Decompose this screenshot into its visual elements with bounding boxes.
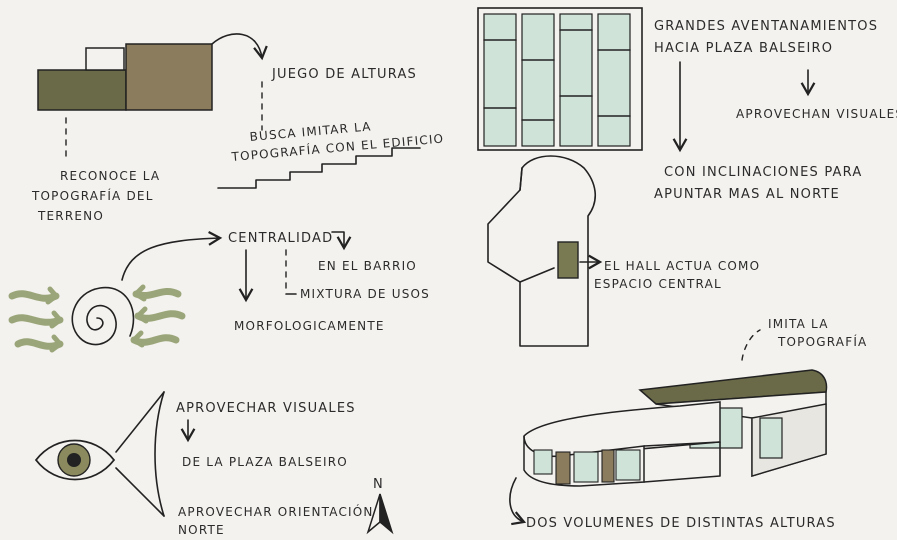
label-grandes-2: HACIA PLAZA BALSEIRO <box>654 41 833 56</box>
label-reconoce-2: TOPOGRAFÍA DEL <box>31 188 154 203</box>
eye-icon <box>34 439 116 481</box>
label-orientacion-1: APROVECHAR ORIENTACIÓN <box>178 504 374 519</box>
label-aprovechar-visuales: APROVECHAR VISUALES <box>176 401 356 416</box>
wind-arrows-right <box>130 284 186 348</box>
imita-leader <box>741 329 761 361</box>
label-inclinaciones-1: CON INCLINACIONES PARA <box>664 165 862 180</box>
spiral-icon <box>71 286 135 346</box>
north-label: N <box>373 477 384 492</box>
label-centralidad: CENTRALIDAD <box>228 231 333 246</box>
label-imita-1: IMITA LA <box>768 317 829 331</box>
plan-hall-sketch <box>487 155 596 347</box>
label-reconoce-3: TERRENO <box>37 209 104 223</box>
label-mixtura: MIXTURA DE USOS <box>300 287 430 301</box>
wind-arrows-left <box>8 286 64 353</box>
label-inclinaciones-2: APUNTAR MAS AL NORTE <box>654 187 840 202</box>
label-grandes-1: GRANDES AVENTANAMIENTOS <box>654 19 878 34</box>
topography-steps <box>217 147 421 189</box>
label-juego-alturas: JUEGO DE ALTURAS <box>271 67 417 82</box>
label-reconoce-1: RECONOCE LA <box>60 169 160 183</box>
building-volumes-sketch <box>523 369 828 487</box>
north-arrow-icon: N <box>366 477 394 535</box>
label-plaza-balseiro: DE LA PLAZA BALSEIRO <box>182 455 348 469</box>
label-imita-2: TOPOGRAFÍA <box>777 334 867 349</box>
label-hall-1: EL HALL ACTUA COMO <box>604 259 760 273</box>
facade-windows-sketch <box>477 7 643 151</box>
label-en-el-barrio: EN EL BARRIO <box>318 259 417 273</box>
label-orientacion-2: NORTE <box>178 523 225 537</box>
label-dos-volumenes: DOS VOLUMENES DE DISTINTAS ALTURAS <box>526 516 836 531</box>
height-play-sketch <box>37 33 268 161</box>
label-hall-2: ESPACIO CENTRAL <box>594 277 722 291</box>
label-morfologicamente: MORFOLOGICAMENTE <box>234 319 385 333</box>
centralidad-arrow <box>121 230 223 281</box>
label-aprovechan-visuales: APROVECHAN VISUALES <box>736 107 897 121</box>
